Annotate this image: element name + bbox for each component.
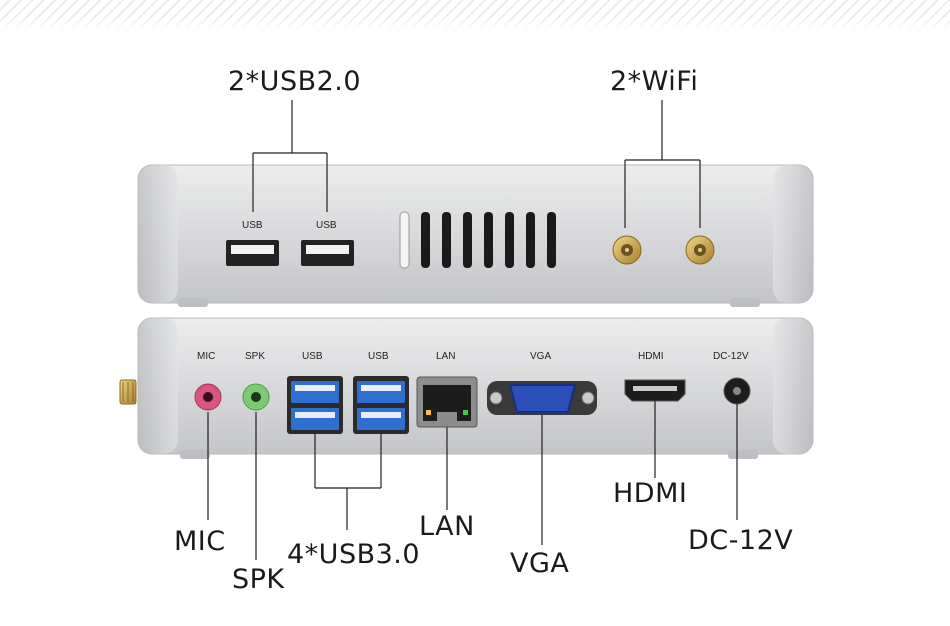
vga-port (487, 381, 597, 415)
callout-dc: DC-12V (688, 525, 794, 556)
usb3-port-stack-a (287, 376, 343, 434)
rear-usb-label-b: USB (368, 351, 389, 362)
rear-hdmi-label: HDMI (638, 351, 664, 362)
front-usb-port-left (226, 240, 279, 266)
callout-mic: MIC (174, 526, 226, 557)
rear-mic-label: MIC (197, 351, 216, 362)
rear-lan-label: LAN (436, 351, 456, 362)
callout-hdmi: HDMI (613, 478, 688, 509)
rear-spk-label: SPK (245, 351, 266, 362)
hdmi-port (624, 379, 686, 402)
wifi-antenna-connector-left (612, 235, 642, 265)
front-usb-port-right (301, 240, 354, 266)
side-antenna-icon (119, 379, 137, 405)
rear-dc-label: DC-12V (713, 351, 749, 362)
rear-usb-label-a: USB (302, 351, 323, 362)
callout-lan: LAN (419, 511, 475, 542)
callout-wifi: 2*WiFi (610, 66, 699, 97)
callout-usb2: 2*USB2.0 (228, 66, 362, 97)
callout-usb3: 4*USB3.0 (287, 539, 421, 570)
rear-vga-label: VGA (530, 351, 552, 362)
rear-panel (119, 317, 814, 459)
front-usb-label-left: USB (242, 220, 263, 231)
dc-power-jack (723, 377, 751, 405)
wifi-antenna-connector-right (685, 235, 715, 265)
lan-port (416, 376, 478, 428)
front-vent-slots (399, 211, 556, 269)
callout-lines (207, 100, 738, 560)
spk-jack (242, 383, 270, 411)
front-usb-label-right: USB (316, 220, 337, 231)
usb3-port-stack-b (353, 376, 409, 434)
callout-spk: SPK (232, 564, 285, 595)
decorative-top-stripe (0, 0, 950, 30)
mic-jack (194, 383, 222, 411)
front-panel (137, 164, 814, 307)
callout-vga: VGA (510, 548, 570, 579)
